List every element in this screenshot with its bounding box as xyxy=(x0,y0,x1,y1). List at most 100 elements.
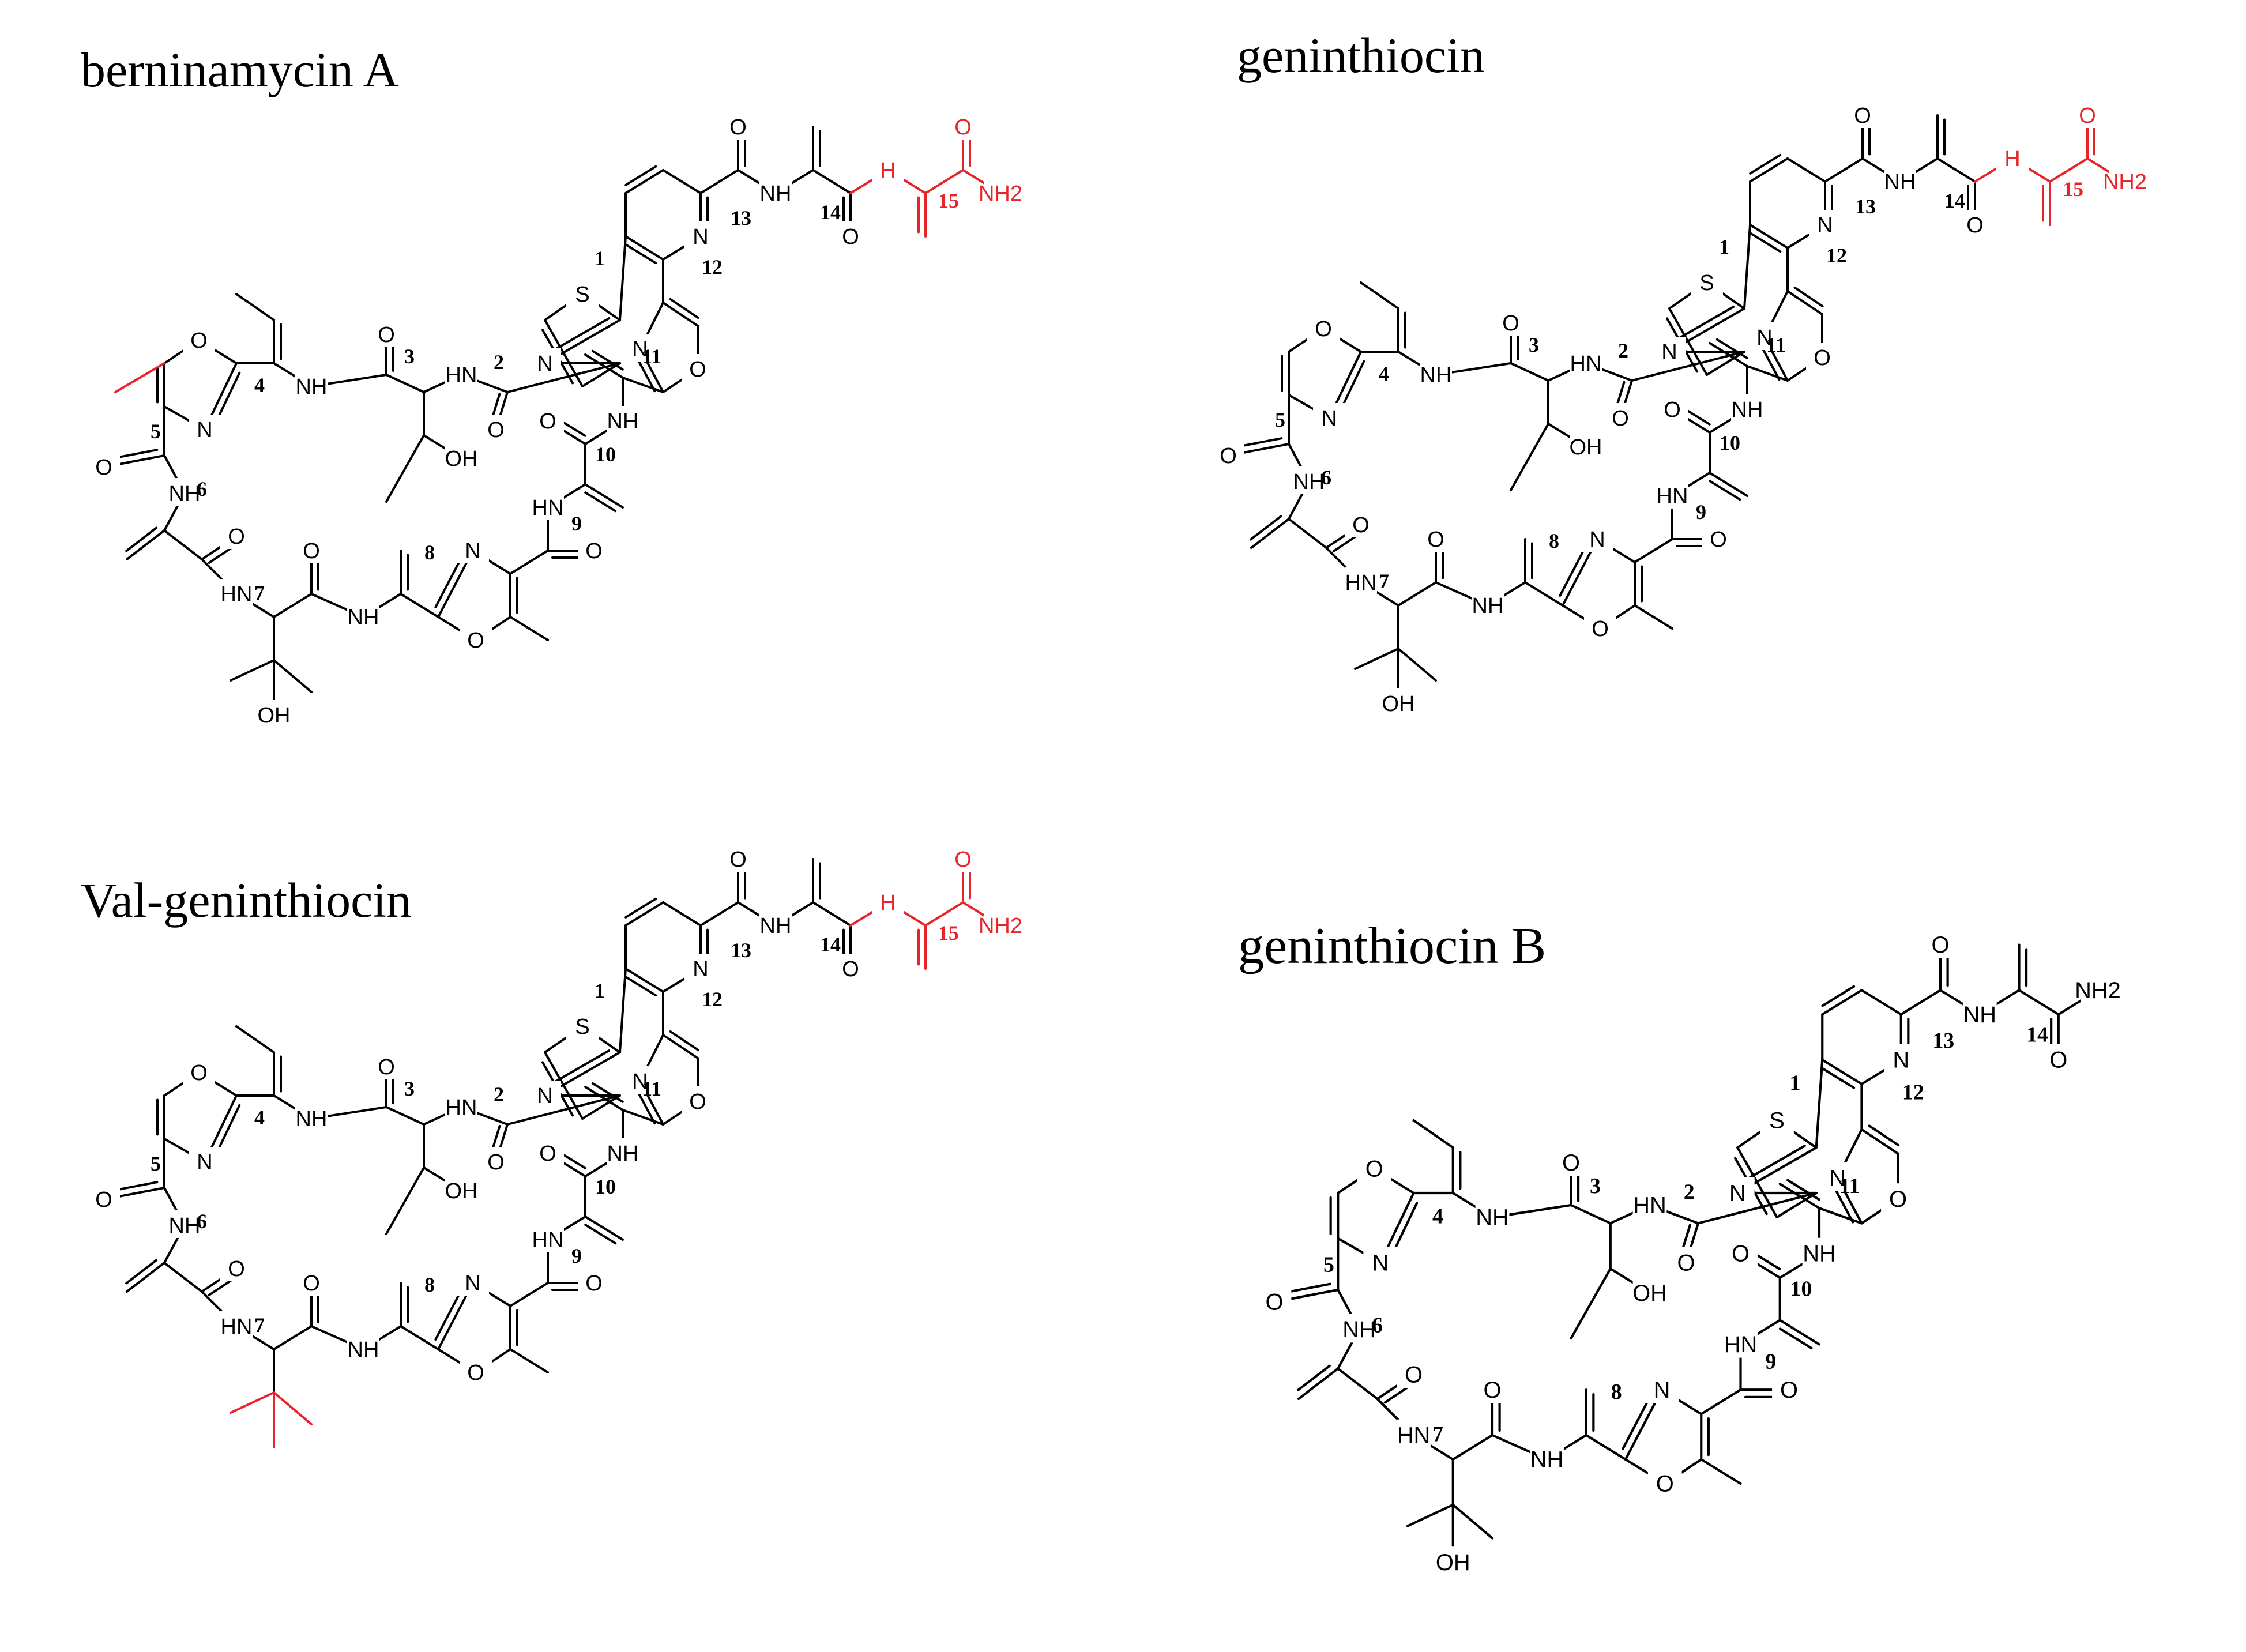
residue-number: 6 xyxy=(197,477,207,501)
oxazole-nitrogen: N xyxy=(1372,1250,1389,1275)
double-bond-second xyxy=(624,897,657,919)
atom-mask xyxy=(445,1176,477,1203)
residue-number: 3 xyxy=(1529,333,1539,356)
amide-nh: HN xyxy=(446,363,477,387)
atom-mask xyxy=(460,625,492,653)
pyridine-nitrogen: N xyxy=(1893,1048,1909,1073)
amide-nh: HN xyxy=(1633,1193,1666,1218)
bond xyxy=(1412,1119,1454,1149)
atom-mask xyxy=(759,910,792,938)
oxazole-oxygen: O xyxy=(689,358,706,382)
bond xyxy=(385,1166,425,1235)
oxygen-atom: O xyxy=(842,225,859,249)
bond xyxy=(230,659,275,682)
atom-mask xyxy=(1724,1329,1758,1358)
atom-mask xyxy=(532,1138,564,1166)
atom-mask xyxy=(189,415,221,442)
oxygen-atom: O xyxy=(729,848,747,872)
sulfur-atom: S xyxy=(575,283,589,307)
pyridine-nitrogen: N xyxy=(693,957,708,981)
bond xyxy=(1860,989,1902,1016)
terminal-amide: NH2 xyxy=(979,182,1022,206)
double-bond-second xyxy=(1786,1179,1820,1201)
double-bond-second xyxy=(624,976,657,997)
bond xyxy=(509,616,549,641)
double-bond xyxy=(584,483,624,509)
double-bond xyxy=(1860,1128,1899,1155)
residue-number: 15 xyxy=(938,189,959,212)
residue-number: 11 xyxy=(642,1077,661,1100)
atom-mask xyxy=(947,112,979,140)
residue-number: 3 xyxy=(404,1077,415,1100)
double-bond xyxy=(584,353,624,379)
oxazole-oxygen: O xyxy=(1365,1157,1383,1182)
bond xyxy=(509,1348,549,1373)
double-bond xyxy=(1778,1319,1821,1346)
amide-nh: HN xyxy=(1345,571,1377,595)
atom-mask xyxy=(258,700,290,728)
atom-mask xyxy=(872,155,904,183)
atom-mask xyxy=(566,1011,599,1039)
oxazole-nitrogen: N xyxy=(1589,528,1605,552)
atom-mask xyxy=(566,279,599,307)
oxazole-oxygen: O xyxy=(1889,1187,1907,1212)
bond xyxy=(924,901,964,927)
atom-mask xyxy=(183,1058,215,1085)
bond xyxy=(581,362,621,387)
atom-mask xyxy=(457,536,489,563)
atom-mask xyxy=(1702,524,1735,552)
residue-number: 4 xyxy=(1379,362,1389,385)
bond xyxy=(385,374,425,393)
bond xyxy=(1397,648,1437,682)
atom-mask xyxy=(1645,1373,1679,1403)
atom-mask xyxy=(295,536,328,563)
amide-nh: NH xyxy=(1420,363,1452,387)
sulfur-atom: S xyxy=(575,1015,589,1039)
amide-nh: HN xyxy=(1657,484,1688,509)
pyridine-nitrogen: N xyxy=(693,225,708,249)
atom-mask xyxy=(183,325,215,353)
double-bond-second xyxy=(1709,480,1741,501)
bond xyxy=(1570,1267,1612,1340)
oxazole-nitrogen: N xyxy=(197,418,212,442)
bond xyxy=(1451,1433,1494,1461)
atom-mask xyxy=(347,1334,379,1362)
atom-mask xyxy=(1881,1183,1915,1213)
bond xyxy=(1936,157,1976,183)
atom-mask xyxy=(1420,360,1452,387)
atom-mask xyxy=(1554,1147,1588,1176)
oxazole-oxygen: O xyxy=(689,1090,706,1114)
bond xyxy=(235,293,275,321)
double-bond xyxy=(624,968,664,993)
atom-mask xyxy=(88,1184,120,1212)
bond xyxy=(509,1282,549,1307)
residue-number: 11 xyxy=(642,345,661,368)
atom-mask xyxy=(1647,1467,1682,1497)
residue-number: 10 xyxy=(1720,431,1740,454)
bond xyxy=(812,901,852,927)
oxygen-atom: O xyxy=(378,323,395,347)
panel-geninthiocin-b: geninthiocin B SNOHNOOHNHONONHOHNOOHNHON… xyxy=(1238,917,2121,1576)
oxygen-atom: O xyxy=(487,1150,505,1175)
oxygen-atom: O xyxy=(1966,213,1984,238)
atom-mask xyxy=(1691,268,1723,295)
oxygen-atom: O xyxy=(1352,513,1370,537)
double-bond-second xyxy=(1672,306,1735,343)
hydroxyl-group: OH xyxy=(445,1179,478,1203)
atom-mask xyxy=(168,478,201,506)
double-bond xyxy=(1778,1183,1821,1210)
residue-number: 1 xyxy=(1790,1071,1801,1096)
nitrogen-atom: N xyxy=(537,1084,552,1108)
oxygen-atom: O xyxy=(1502,311,1519,336)
double-bond xyxy=(624,169,664,194)
double-bond-second xyxy=(1740,1145,1806,1184)
double-bond xyxy=(126,529,165,560)
amide-h: H xyxy=(880,891,896,915)
residue-number: 14 xyxy=(1944,189,1965,212)
double-bond-second xyxy=(591,349,624,371)
atom-mask xyxy=(1772,1373,1806,1403)
atom-mask xyxy=(220,521,253,549)
residue-number: 11 xyxy=(1839,1174,1860,1198)
bond xyxy=(1634,538,1673,563)
